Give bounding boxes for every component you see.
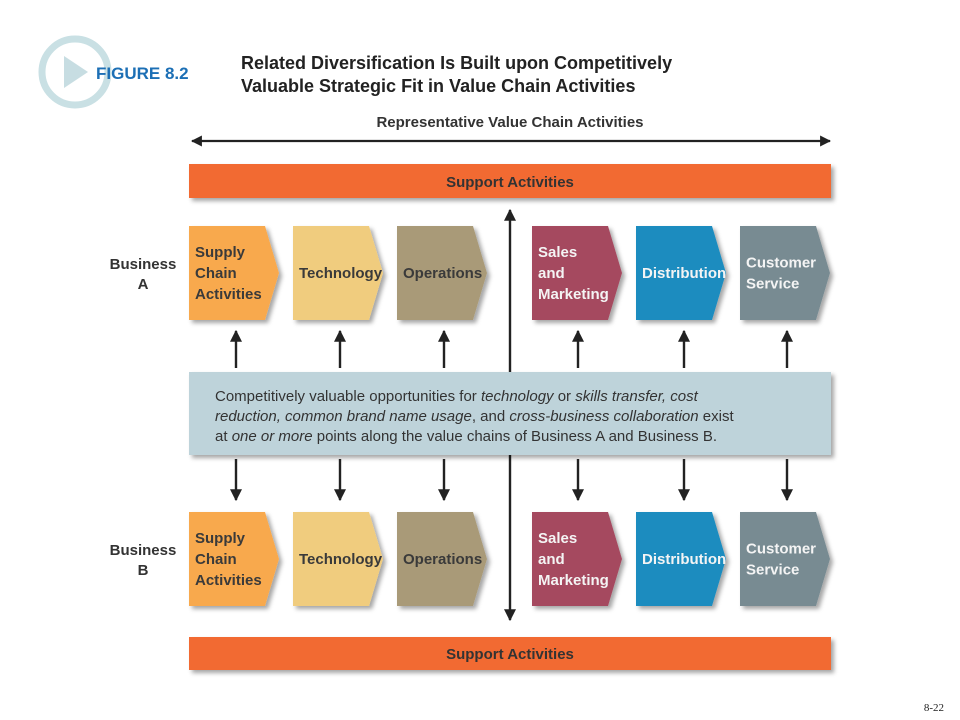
play-icon <box>64 56 88 88</box>
business-b-chevron-5 <box>636 512 726 606</box>
opportunities-run: at <box>215 428 232 445</box>
opportunities-box <box>189 372 831 455</box>
business-a-activity-label: Operations <box>403 265 482 282</box>
business-b-chevron-shape <box>636 512 726 606</box>
business-a-chevron-2 <box>293 226 383 320</box>
opportunities-run: points along the value chains of Busines… <box>313 428 717 445</box>
business-b-chevron-shape <box>532 512 622 606</box>
business-b-activity-label: Technology <box>299 551 383 568</box>
support-bar-top <box>189 164 831 198</box>
business-b-activity-label: Customer <box>746 541 816 558</box>
business-a-chevron-shape <box>189 226 279 320</box>
business-a-chevron-5 <box>636 226 726 320</box>
business-a-label-1: Business <box>110 256 177 273</box>
business-b-chevron-shape <box>293 512 383 606</box>
connector-arrows <box>230 329 793 502</box>
page-number: 8-22 <box>923 702 944 714</box>
opportunities-run: one or more <box>232 428 313 445</box>
business-a-activity-label: Marketing <box>538 286 609 303</box>
figure-badge <box>38 35 112 109</box>
business-a-activity-label: Sales <box>538 244 577 261</box>
business-b-chevron-6 <box>740 512 830 606</box>
business-b-activity-label: and <box>538 551 565 568</box>
business-b-chevron-shape <box>189 512 279 606</box>
business-a-activity-label: Distribution <box>642 265 726 282</box>
support-bar-bottom <box>189 637 831 670</box>
business-b-chevron-1 <box>189 512 279 606</box>
business-b-chevron-shape <box>740 512 830 606</box>
business-b-chevron-4 <box>532 512 622 606</box>
business-b-activity-label: Marketing <box>538 572 609 589</box>
figure-title-line1: Related Diversification Is Built upon Co… <box>241 53 672 73</box>
business-a-activity-label: Customer <box>746 255 816 272</box>
business-b-activity-label: Chain <box>195 551 237 568</box>
opportunities-run: Competitively valuable opportunities for <box>215 388 481 405</box>
opportunities-run: cross-business collaboration <box>509 408 698 425</box>
opportunities-run: skills transfer, cost <box>575 388 698 405</box>
business-a-chevron-shape <box>532 226 622 320</box>
opportunities-line-2: reduction, common brand name usage, and … <box>215 408 734 425</box>
badge-circle <box>38 35 112 109</box>
opportunities-run: exist <box>699 408 735 425</box>
value-chain-caption: Representative Value Chain Activities <box>376 114 643 131</box>
opportunities-run: , and <box>472 408 510 425</box>
business-b-activity-label: Service <box>746 562 799 579</box>
business-a-label-2: A <box>138 276 149 293</box>
business-b-chevron-3 <box>397 512 487 606</box>
support-bottom-label: Support Activities <box>446 646 574 663</box>
business-a-activity-label: and <box>538 265 565 282</box>
business-a-chevron-4 <box>532 226 622 320</box>
business-a-activity-label: Supply <box>195 244 246 261</box>
opportunities-run: technology <box>481 388 555 405</box>
opportunities-box-rect <box>189 372 831 455</box>
business-a-activity-label: Technology <box>299 265 383 282</box>
business-b-chevron-2 <box>293 512 383 606</box>
opportunities-run: reduction, common brand name usage <box>215 408 472 425</box>
business-b-activity-label: Sales <box>538 530 577 547</box>
business-a-activity-label: Activities <box>195 286 262 303</box>
business-b-label-2: B <box>138 562 149 579</box>
business-b-activity-label: Distribution <box>642 551 726 568</box>
business-a-chevron-6 <box>740 226 830 320</box>
opportunities-run: or <box>554 388 576 405</box>
business-a-chevron-shape <box>740 226 830 320</box>
support-top-label: Support Activities <box>446 174 574 191</box>
business-b-activity-label: Supply <box>195 530 246 547</box>
business-a-activity-label: Chain <box>195 265 237 282</box>
support-bar-bottom-rect <box>189 637 831 670</box>
business-b-label-1: Business <box>110 542 177 559</box>
business-b-activity-label: Operations <box>403 551 482 568</box>
business-b-chevron-shape <box>397 512 487 606</box>
figure-title-line2: Valuable Strategic Fit in Value Chain Ac… <box>241 76 635 96</box>
business-a-chevron-shape <box>293 226 383 320</box>
support-bar-top-rect <box>189 164 831 198</box>
business-a-chevron-shape <box>397 226 487 320</box>
opportunities-line-1: Competitively valuable opportunities for… <box>215 388 699 405</box>
figure-label: FIGURE 8.2 <box>96 64 189 83</box>
business-a-chevron-shape <box>636 226 726 320</box>
business-b-activity-label: Activities <box>195 572 262 589</box>
business-a-chevron-3 <box>397 226 487 320</box>
business-a-activity-label: Service <box>746 276 799 293</box>
opportunities-line-3: at one or more points along the value ch… <box>215 428 717 445</box>
business-a-chevron-1 <box>189 226 279 320</box>
